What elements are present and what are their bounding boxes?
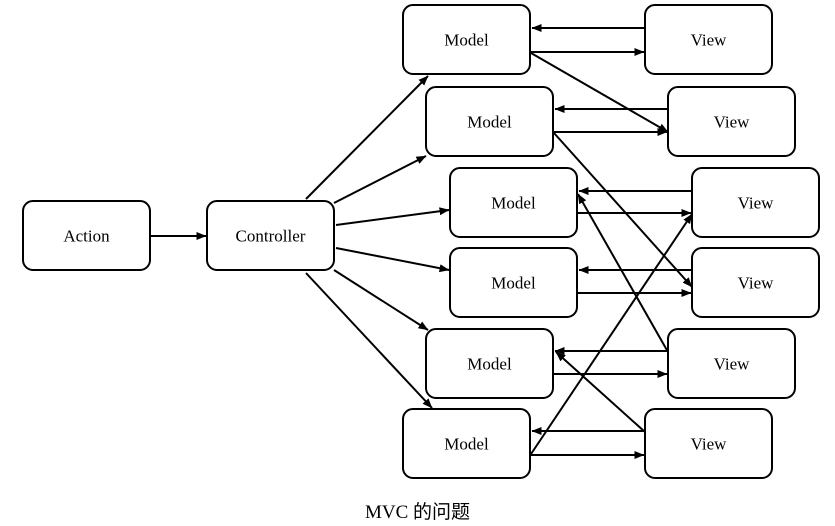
node-box (644, 4, 773, 75)
node-v1: View (644, 4, 773, 75)
node-label: Model (444, 435, 489, 454)
node-box (402, 408, 531, 479)
node-label: View (738, 194, 775, 213)
edge-controller-to-m1 (305, 75, 429, 200)
node-m1: Model (402, 4, 531, 75)
edge-controller-to-m4 (335, 247, 450, 273)
node-m2: Model (425, 86, 554, 157)
node-label: Model (491, 194, 536, 213)
node-box (206, 200, 335, 271)
node-label: Model (491, 274, 536, 293)
node-label: View (738, 274, 775, 293)
node-m3: Model (449, 167, 578, 238)
node-v5: View (667, 328, 796, 399)
node-box (425, 86, 554, 157)
node-action: Action (22, 200, 151, 271)
node-m6: Model (402, 408, 531, 479)
edge-controller-to-m6 (305, 272, 433, 409)
node-box (22, 200, 151, 271)
edges-layer (151, 24, 693, 459)
node-box (667, 86, 796, 157)
diagram-caption: MVC 的问题 (364, 502, 471, 523)
node-controller: Controller (206, 200, 335, 271)
node-box (691, 167, 820, 238)
node-v2: View (667, 86, 796, 157)
node-m4: Model (449, 247, 578, 318)
edge-v6-to-m5 (555, 351, 646, 433)
node-label: Model (444, 31, 489, 50)
node-label: Controller (236, 227, 306, 246)
edge-controller-to-m2 (333, 155, 427, 204)
node-box (667, 328, 796, 399)
edge-m2-to-v4 (553, 132, 693, 288)
edge-v5-to-m3 (577, 193, 669, 353)
node-m5: Model (425, 328, 554, 399)
node-label: View (691, 31, 728, 50)
node-box (644, 408, 773, 479)
node-box (691, 247, 820, 318)
edge-controller-to-m3 (335, 207, 450, 226)
node-box (449, 247, 578, 318)
edge-m6-to-v3 (530, 213, 693, 455)
edge-controller-to-m5 (333, 269, 429, 331)
node-label: Model (467, 355, 512, 374)
node-v4: View (691, 247, 820, 318)
node-label: View (691, 435, 728, 454)
node-box (402, 4, 531, 75)
node-box (425, 328, 554, 399)
node-v6: View (644, 408, 773, 479)
node-label: View (714, 113, 751, 132)
node-box (449, 167, 578, 238)
node-label: Model (467, 113, 512, 132)
edge-m1-to-v2 (530, 52, 669, 133)
node-label: View (714, 355, 751, 374)
node-label: Action (63, 227, 110, 246)
node-v3: View (691, 167, 820, 238)
